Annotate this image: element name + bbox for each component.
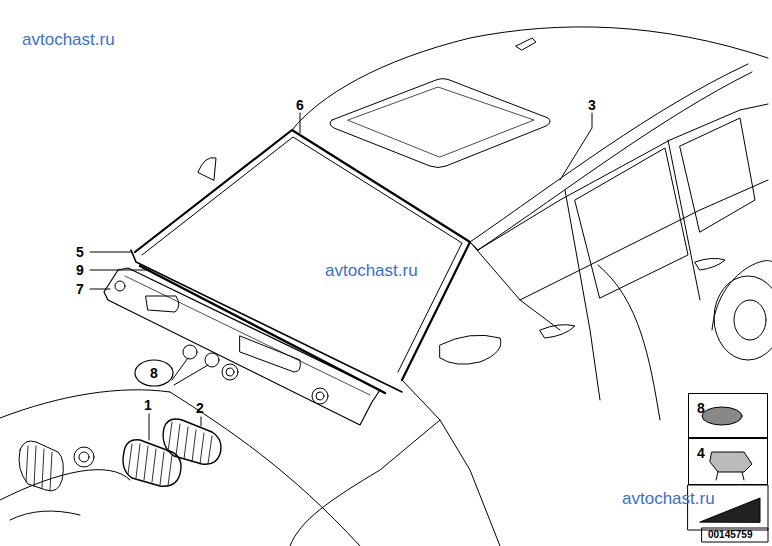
diagram-code: 00145759 [708,530,753,540]
legend-cell: 8 [688,393,768,438]
watermark: avtochast.ru [22,31,115,48]
callout-number: 8 [150,366,158,380]
callout-number: 7 [76,282,84,296]
watermark: avtochast.ru [622,490,715,507]
callout-number: 4 [697,446,705,460]
callout-number: 2 [196,401,204,415]
callout-outline [135,360,173,386]
callout-number: 6 [296,98,304,112]
callout-number: 5 [76,245,84,259]
callout-circle: 8 [134,359,174,387]
callout-number: 9 [76,263,84,277]
callout-number: 3 [588,98,596,112]
legend-cell: 4 [688,438,768,485]
callout-number: 8 [697,401,705,415]
watermark: avtochast.ru [325,262,418,279]
callout-number: 1 [144,398,152,412]
